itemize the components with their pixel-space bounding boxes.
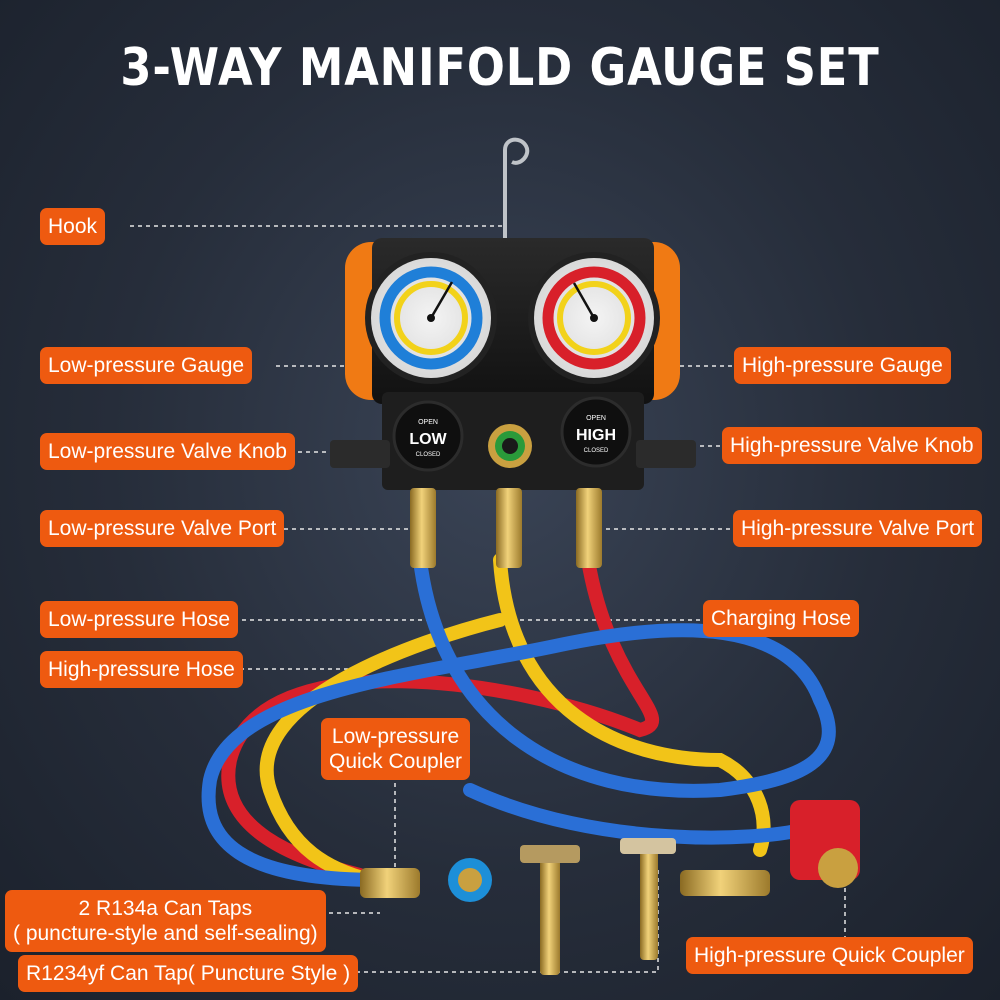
svg-text:CLOSED: CLOSED [416,452,441,458]
label-low-pressure-gauge: Low-pressure Gauge [40,347,253,385]
low-valve-knob: OPEN LOW CLOSED [392,400,464,472]
label-r1234yf-can-tap: R1234yf Can Tap( Puncture Style ) [18,955,359,993]
label-low-pressure-hose: Low-pressure Hose [40,601,239,639]
page-title: 3-WAY MANIFOLD GAUGE SET [120,38,880,98]
label-low-pressure-valve-knob: Low-pressure Valve Knob [40,433,295,471]
label-high-pressure-valve-knob: High-pressure Valve Knob [722,427,982,465]
low-pressure-gauge [365,252,497,384]
label-high-pressure-hose: High-pressure Hose [40,651,243,689]
label-low-pressure-quick-coupler: Low-pressure Quick Coupler [321,718,471,781]
label-high-pressure-valve-port: High-pressure Valve Port [733,510,983,548]
label-hook: Hook [40,208,106,246]
label-high-pressure-quick-coupler: High-pressure Quick Coupler [686,937,973,975]
leader-lines [130,225,846,973]
label-line: Low-pressure [331,725,460,748]
label-low-pressure-valve-port: Low-pressure Valve Port [40,510,285,548]
high-quick-coupler [790,800,860,888]
label-line: Quick Coupler [329,750,463,774]
label-charging-hose: Charging Hose [703,600,860,638]
hoses [201,553,836,887]
label-can-taps: 2 R134a Can Taps ( puncture-style and se… [5,890,326,953]
low-quick-coupler [360,858,492,902]
svg-text:OPEN: OPEN [586,415,606,422]
svg-text:CLOSED: CLOSED [584,448,609,454]
svg-text:LOW: LOW [409,431,447,448]
can-taps [520,838,770,975]
svg-text:OPEN: OPEN [418,419,438,426]
valve-ports [410,488,602,568]
high-valve-knob: OPEN HIGH CLOSED [560,396,632,468]
hook-shape [503,137,530,245]
label-high-pressure-gauge: High-pressure Gauge [734,347,951,385]
label-line: 2 R134a Can Taps [78,897,253,920]
center-sight-glass [488,424,532,468]
svg-text:HIGH: HIGH [576,427,616,444]
label-line: ( puncture-style and self-sealing) [13,922,318,946]
high-pressure-gauge [528,252,660,384]
